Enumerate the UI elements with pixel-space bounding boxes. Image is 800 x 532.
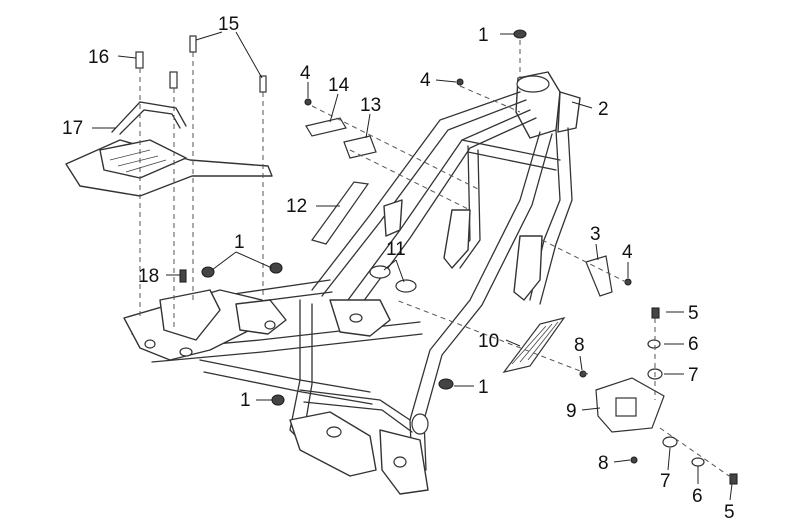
callout-14: 14 (328, 75, 350, 96)
callout-4-left: 4 (300, 63, 311, 84)
callout-18: 18 (138, 266, 159, 287)
luggage-rack (65, 101, 273, 197)
callout-8-upper: 8 (574, 335, 585, 356)
callout-6-lower: 6 (692, 486, 703, 507)
callout-17: 17 (62, 118, 83, 139)
small-parts (135, 29, 738, 485)
callout-10: 10 (478, 331, 499, 352)
callout-labels: 1 2 4 4 14 13 15 16 17 12 1 11 18 3 4 5 … (62, 14, 735, 523)
callout-1-lower-right: 1 (478, 377, 489, 398)
assembly-lines (139, 40, 733, 479)
callout-11: 11 (386, 239, 406, 260)
callout-8-lower: 8 (598, 453, 609, 474)
callout-5-upper: 5 (688, 303, 699, 324)
callout-16: 16 (88, 47, 109, 68)
callout-15: 15 (218, 14, 239, 35)
callout-4-top: 4 (420, 70, 431, 91)
callout-2: 2 (598, 99, 609, 120)
callout-9: 9 (566, 401, 577, 422)
callout-4-right: 4 (622, 242, 633, 263)
callout-1-steering-grommet: 1 (478, 25, 489, 46)
callout-7-upper: 7 (688, 365, 699, 386)
main-frame (123, 71, 581, 495)
callout-1-rear-grommet: 1 (234, 232, 245, 253)
callout-6-upper: 6 (688, 334, 699, 355)
callout-7-lower: 7 (660, 471, 671, 492)
callout-13: 13 (360, 95, 381, 116)
leader-lines (92, 31, 733, 501)
callout-1-lower-left: 1 (240, 390, 251, 411)
callout-5-lower: 5 (724, 502, 735, 523)
callout-12: 12 (286, 196, 307, 217)
callout-3: 3 (590, 224, 601, 245)
